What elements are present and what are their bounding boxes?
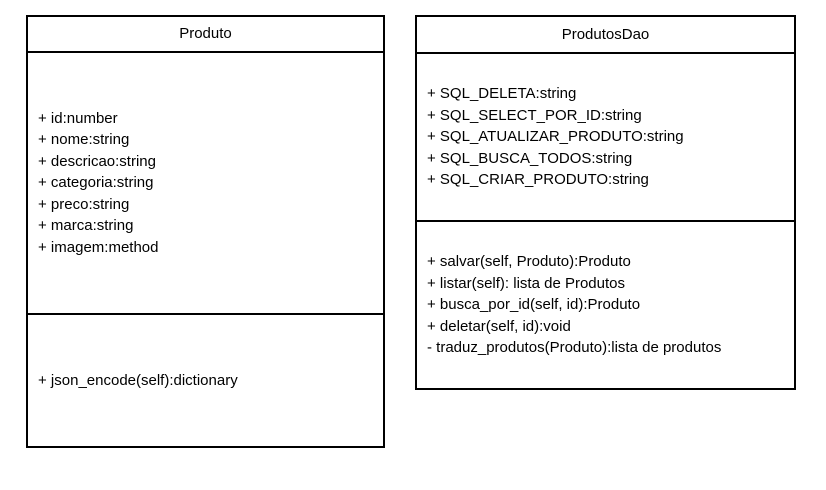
- member-line: + SQL_CRIAR_PRODUTO:string: [427, 171, 649, 189]
- class-title: ProdutosDao: [417, 17, 794, 54]
- class-title: Produto: [28, 17, 383, 53]
- member-line: + descricao:string: [38, 152, 156, 170]
- member-line: + salvar(self, Produto):Produto: [427, 253, 631, 271]
- member-line: + SQL_DELETA:string: [427, 85, 577, 103]
- member-line: + categoria:string: [38, 174, 154, 192]
- member-line: + SQL_ATUALIZAR_PRODUTO:string: [427, 128, 684, 146]
- member-line: + SQL_BUSCA_TODOS:string: [427, 149, 633, 167]
- uml-class-produto: Produto + id:number + nome:string + descri…: [26, 15, 385, 448]
- member-line: + busca_por_id(self, id):Produto: [427, 296, 641, 314]
- member-line: + json_encode(self):dictionary: [38, 371, 238, 389]
- member-line: + id:number: [38, 109, 118, 127]
- member-line: + listar(self): lista de Produtos: [427, 274, 625, 292]
- member-line: + deletar(self, id):void: [427, 317, 571, 335]
- member-line: + SQL_SELECT_POR_ID:string: [427, 106, 642, 124]
- uml-class-produtosdao: ProdutosDao + SQL_DELETA:string + SQL_SEL…: [415, 15, 796, 390]
- member-line: - traduz_produtos(Produto):lista de prod…: [427, 339, 722, 357]
- methods-compartment: + salvar(self, Produto):Produto + listar(…: [417, 222, 794, 388]
- member-line: + imagem:method: [38, 238, 159, 256]
- attributes-compartment: + SQL_DELETA:string + SQL_SELECT_POR_ID:s…: [417, 54, 794, 222]
- attributes-compartment: + id:number + nome:string + descricao:stri…: [28, 53, 383, 315]
- member-line: + preco:string: [38, 195, 130, 213]
- member-line: + marca:string: [38, 217, 134, 235]
- member-line: + nome:string: [38, 131, 130, 149]
- methods-compartment: + json_encode(self):dictionary: [28, 315, 383, 446]
